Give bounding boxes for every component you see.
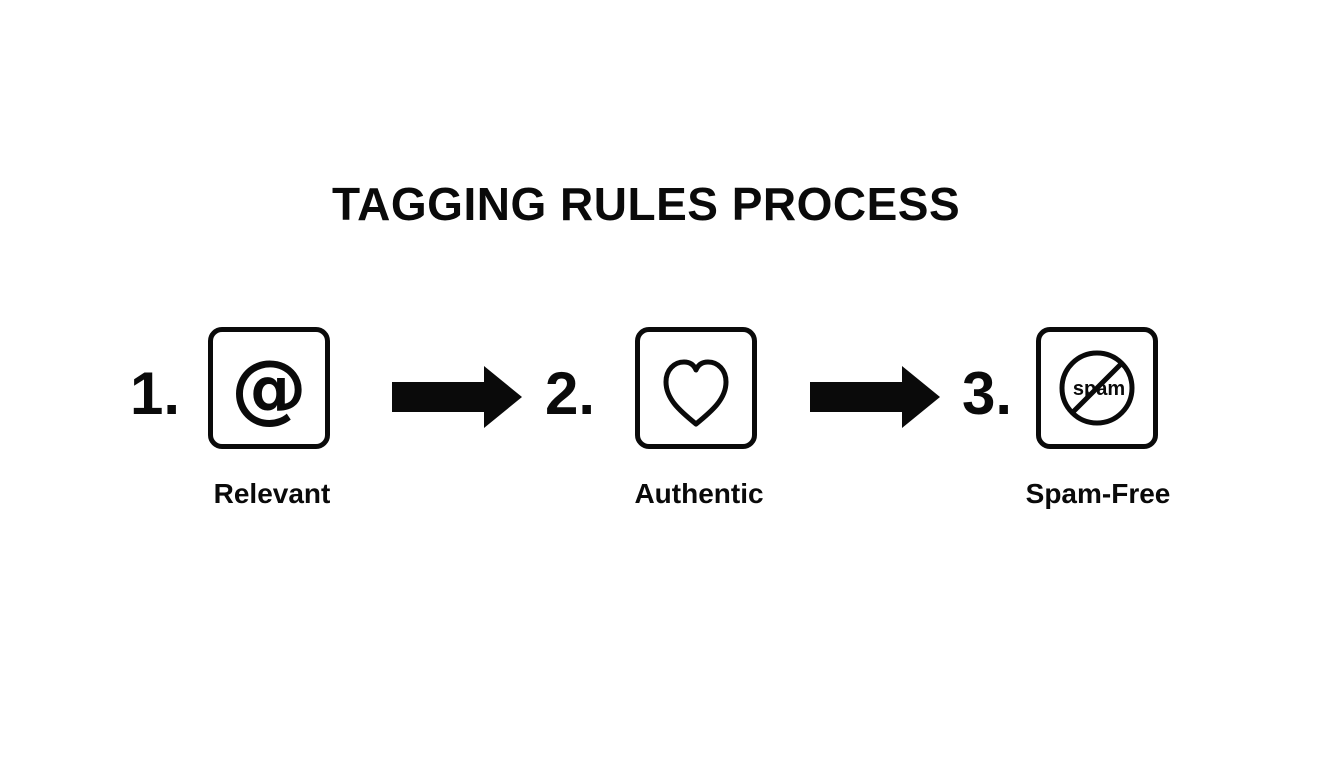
arrow-right-icon [392,366,522,428]
step-3-icon-box: spam [1036,327,1158,449]
step-2-icon-box [635,327,757,449]
no-spam-icon: spam [1059,350,1135,426]
step-2-number: 2. [545,360,596,427]
diagram-title: TAGGING RULES PROCESS [332,178,961,230]
arrow-right-icon [810,366,940,428]
step-1-icon-box: @ [208,327,330,449]
svg-text:@: @ [231,343,307,432]
step-2-label: Authentic [634,478,764,509]
step-1-label: Relevant [213,478,331,509]
step-1-number: 1. [130,360,181,427]
step-3-number: 3. [962,360,1013,427]
heart-icon [663,359,729,427]
step-3-label: Spam-Free [1025,478,1171,509]
at-sign-icon: @ [231,343,307,432]
